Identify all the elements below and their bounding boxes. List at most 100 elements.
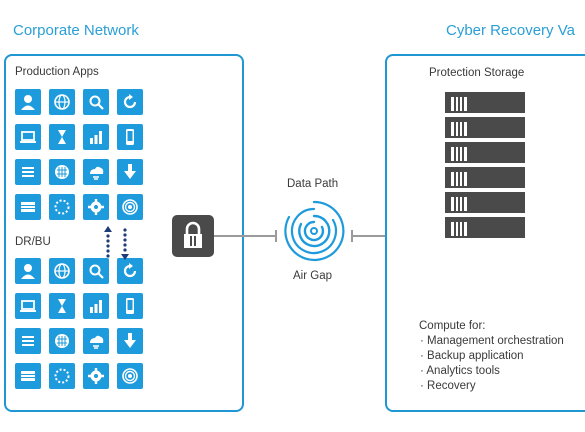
- storage-icon: [21, 371, 35, 381]
- storage-server-unit: [445, 142, 525, 168]
- app-tile: [83, 159, 109, 185]
- app-tile: [83, 89, 109, 115]
- app-tile: [117, 124, 143, 150]
- compute-item: · Analytics tools: [420, 365, 500, 377]
- app-tile: [83, 194, 109, 220]
- air-gap-icon: [284, 200, 345, 262]
- hourglass-icon: [58, 130, 66, 144]
- app-tile: [117, 194, 143, 220]
- cloud-icon: [90, 166, 104, 180]
- drive-slots: [451, 197, 467, 211]
- storage-server-unit: [445, 217, 525, 243]
- app-tile: [117, 258, 143, 284]
- phone-icon: [126, 298, 134, 314]
- app-tile: [49, 89, 75, 115]
- app-tile: [83, 363, 109, 389]
- replication-arrows-icon: [104, 226, 129, 260]
- app-tile: [83, 293, 109, 319]
- storage-server-unit: [445, 92, 525, 118]
- target-icon: [122, 199, 138, 215]
- bar-chart-icon: [90, 131, 102, 144]
- laptop-icon: [20, 300, 36, 312]
- app-tile: [49, 363, 75, 389]
- status-dots: [502, 180, 517, 198]
- globe-icon: [54, 94, 70, 110]
- phone-icon: [126, 129, 134, 145]
- app-tile: [15, 293, 41, 319]
- app-tile: [49, 194, 75, 220]
- compute-list: · Management orchestration · Backup appl…: [420, 334, 564, 394]
- app-tile: [49, 258, 75, 284]
- storage-server-unit: [445, 167, 525, 193]
- app-tile: [15, 363, 41, 389]
- status-dots: [502, 205, 517, 223]
- app-tile: [49, 159, 75, 185]
- spinner-icon: [54, 368, 70, 384]
- app-tile: [49, 124, 75, 150]
- list-icon: [22, 167, 34, 177]
- user-icon: [21, 95, 35, 110]
- left-lock-icon: [172, 215, 214, 257]
- drive-slots: [451, 122, 467, 136]
- app-tile: [15, 159, 41, 185]
- drive-slots: [451, 97, 467, 111]
- spinner-icon: [54, 199, 70, 215]
- user-icon: [21, 264, 35, 279]
- refresh-icon: [123, 263, 137, 278]
- data-path-label: Data Path: [287, 178, 339, 190]
- gear-icon: [88, 199, 104, 215]
- air-gap-label: Air Gap: [293, 270, 332, 282]
- download-icon: [124, 164, 136, 179]
- bar-chart-icon: [90, 300, 102, 313]
- app-tile: [117, 363, 143, 389]
- production-apps-grid: [15, 89, 155, 229]
- status-dots: [502, 105, 517, 123]
- search-icon: [89, 264, 104, 279]
- compute-item: · Management orchestration: [420, 335, 564, 347]
- storage-icon: [21, 202, 35, 212]
- app-tile: [15, 328, 41, 354]
- compute-item: · Backup application: [420, 350, 524, 362]
- gear-icon: [88, 368, 104, 384]
- search-icon: [89, 95, 104, 110]
- compute-title: Compute for:: [419, 320, 486, 332]
- laptop-icon: [20, 131, 36, 143]
- corporate-network-title: Corporate Network: [13, 22, 139, 39]
- app-tile: [15, 124, 41, 150]
- app-tile: [83, 124, 109, 150]
- download-icon: [124, 333, 136, 348]
- cyber-recovery-vault-title: Cyber Recovery Va: [446, 22, 575, 39]
- status-dots: [502, 230, 517, 248]
- globe-icon: [54, 263, 70, 279]
- protection-storage-label: Protection Storage: [429, 67, 525, 79]
- app-tile: [15, 194, 41, 220]
- drbu-apps-grid: [15, 258, 155, 398]
- app-tile: [15, 89, 41, 115]
- storage-server-unit: [445, 117, 525, 143]
- app-tile: [49, 328, 75, 354]
- app-tile: [83, 328, 109, 354]
- refresh-icon: [123, 94, 137, 109]
- target-icon: [122, 368, 138, 384]
- app-tile: [49, 293, 75, 319]
- hourglass-icon: [58, 299, 66, 313]
- app-tile: [117, 293, 143, 319]
- storage-server-unit: [445, 192, 525, 218]
- drbu-label: DR/BU: [15, 236, 51, 248]
- app-tile: [83, 258, 109, 284]
- drive-slots: [451, 172, 467, 186]
- production-apps-label: Production Apps: [15, 66, 99, 78]
- status-dots: [502, 130, 517, 148]
- hash-icon: [55, 334, 69, 348]
- hash-icon: [55, 165, 69, 179]
- drive-slots: [451, 147, 467, 161]
- status-dots: [502, 155, 517, 173]
- drive-slots: [451, 222, 467, 236]
- cloud-icon: [90, 335, 104, 349]
- app-tile: [117, 328, 143, 354]
- app-tile: [117, 159, 143, 185]
- list-icon: [22, 336, 34, 346]
- app-tile: [15, 258, 41, 284]
- app-tile: [117, 89, 143, 115]
- compute-item: · Recovery: [420, 380, 476, 392]
